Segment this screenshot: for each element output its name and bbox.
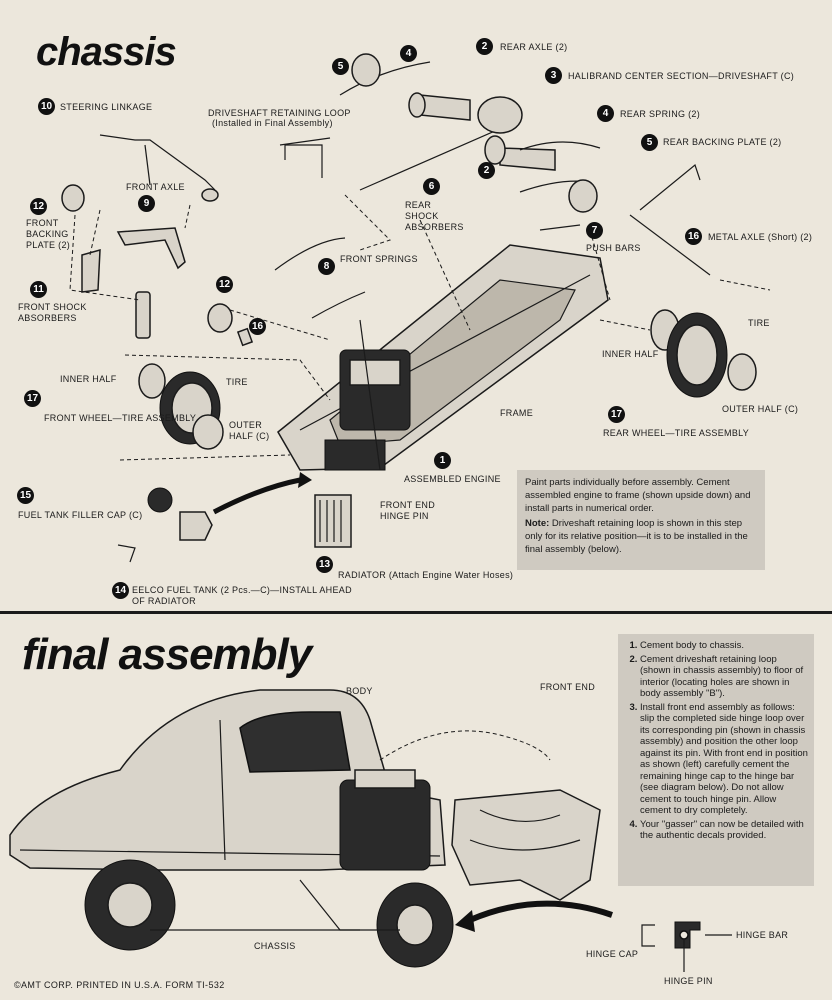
front-axle-drawing bbox=[61, 184, 186, 339]
step-badge-2b: 2 bbox=[478, 162, 495, 179]
guide-lines bbox=[69, 194, 771, 461]
label-halibrand: HALIBRAND CENTER SECTION—DRIVESHAFT (C) bbox=[568, 71, 795, 81]
label-fuel-cap: FUEL TANK FILLER CAP (C) bbox=[18, 510, 143, 520]
label-front-end: FRONT END bbox=[540, 682, 596, 692]
steering-drawing bbox=[99, 134, 219, 202]
step-badge-7: 7 bbox=[586, 222, 603, 239]
label-steering-linkage: STEERING LINKAGE bbox=[60, 102, 153, 112]
step-2: Cement driveshaft retaining loop (shown … bbox=[640, 654, 808, 700]
step-badge-16: 16 bbox=[685, 228, 702, 245]
label-outer-half-front: OUTER HALF (C) bbox=[229, 420, 270, 441]
step-badge-15: 15 bbox=[17, 487, 34, 504]
chassis-note-text: Paint parts individually before assembly… bbox=[525, 477, 751, 514]
step-badge-5b: 5 bbox=[641, 134, 658, 151]
step-badge-3: 3 bbox=[545, 67, 562, 84]
step-badge-17b: 17 bbox=[608, 406, 625, 423]
label-radiator: RADIATOR (Attach Engine Water Hoses) bbox=[338, 570, 514, 580]
step-badge-11: 11 bbox=[30, 281, 47, 298]
label-front-hinge-pin: FRONT END HINGE PIN bbox=[380, 500, 436, 521]
label-assembled-engine: ASSEMBLED ENGINE bbox=[404, 474, 501, 484]
radiator-drawing bbox=[314, 494, 352, 548]
step-badge-5: 5 bbox=[332, 58, 349, 75]
label-driveshaft-loop-note: (Installed in Final Assembly) bbox=[212, 118, 333, 128]
label-hinge-pin: HINGE PIN bbox=[664, 976, 713, 986]
label-rear-shock: REAR SHOCK ABSORBERS bbox=[405, 200, 464, 232]
label-hinge-cap: HINGE CAP bbox=[586, 949, 639, 959]
step-4: Your "gasser" can now be detailed with t… bbox=[640, 819, 808, 842]
step-badge-4b: 4 bbox=[597, 105, 614, 122]
hinge-diagram bbox=[641, 921, 732, 972]
frame-drawing bbox=[277, 244, 609, 471]
fuel-parts-drawing bbox=[117, 472, 312, 563]
step-1: Cement body to chassis. bbox=[640, 640, 808, 652]
step-badge-1: 1 bbox=[434, 452, 451, 469]
engine-drawing bbox=[324, 319, 411, 471]
front-wheel-drawing bbox=[138, 363, 224, 450]
label-front-shock: FRONT SHOCK ABSORBERS bbox=[18, 302, 87, 323]
step-badge-13: 13 bbox=[316, 556, 333, 573]
chassis-title: chassis bbox=[36, 30, 177, 74]
label-rear-spring: REAR SPRING (2) bbox=[620, 109, 701, 119]
rear-spring-drawing bbox=[339, 53, 601, 213]
step-badge-17: 17 bbox=[24, 390, 41, 407]
label-hinge-bar: HINGE BAR bbox=[736, 930, 789, 940]
label-tire-front: TIRE bbox=[226, 377, 248, 387]
section-divider bbox=[0, 611, 832, 614]
step-badge-14: 14 bbox=[112, 582, 129, 599]
label-driveshaft-loop: DRIVESHAFT RETAINING LOOP bbox=[208, 108, 351, 118]
final-assembly-title: final assembly bbox=[22, 630, 312, 679]
chassis-note-label: Note: bbox=[525, 518, 550, 529]
label-body: BODY bbox=[346, 686, 373, 696]
step-3: Install front end assembly as follows: s… bbox=[640, 702, 808, 817]
label-front-axle: FRONT AXLE bbox=[126, 182, 185, 192]
step-badge-16b: 16 bbox=[249, 318, 266, 335]
label-push-bars: PUSH BARS bbox=[586, 243, 641, 253]
final-steps-list: Cement body to chassis. Cement driveshaf… bbox=[624, 640, 808, 842]
label-outer-half-rear: OUTER HALF (C) bbox=[722, 404, 799, 414]
label-frame: FRAME bbox=[500, 408, 533, 418]
label-front-springs: FRONT SPRINGS bbox=[340, 254, 418, 264]
step-badge-9: 9 bbox=[138, 195, 155, 212]
chassis-note-box: Paint parts individually before assembly… bbox=[517, 470, 765, 570]
label-metal-axle: METAL AXLE (Short) (2) bbox=[708, 232, 813, 242]
footer-copyright: ©AMT CORP. PRINTED IN U.S.A. FORM TI-532 bbox=[14, 980, 225, 990]
final-steps-box: Cement body to chassis. Cement driveshaf… bbox=[618, 634, 814, 886]
loop-drawing bbox=[279, 137, 331, 178]
step-badge-2: 2 bbox=[476, 38, 493, 55]
label-fuel-tank: EELCO FUEL TANK (2 Pcs.—C)—INSTALL AHEAD… bbox=[132, 585, 352, 606]
front-springs-drawing bbox=[207, 237, 366, 347]
label-rear-backing-plate: REAR BACKING PLATE (2) bbox=[663, 137, 782, 147]
label-inner-half-rear: INNER HALF bbox=[602, 349, 659, 359]
front-end-drawing bbox=[451, 789, 601, 901]
step-badge-8: 8 bbox=[318, 258, 335, 275]
step-badge-12b: 12 bbox=[216, 276, 233, 293]
label-front-wheel-tire: FRONT WHEEL—TIRE ASSEMBLY bbox=[44, 413, 197, 423]
label-inner-half-front: INNER HALF bbox=[60, 374, 117, 384]
label-tire-rear: TIRE bbox=[748, 318, 770, 328]
rear-wheel-drawing bbox=[650, 309, 757, 398]
label-chassis: CHASSIS bbox=[254, 941, 296, 951]
chassis-note-detail: Driveshaft retaining loop is shown in th… bbox=[525, 518, 748, 555]
label-front-backing-plate: FRONT BACKING PLATE (2) bbox=[26, 218, 71, 250]
step-badge-6: 6 bbox=[423, 178, 440, 195]
label-rear-wheel-tire: REAR WHEEL—TIRE ASSEMBLY bbox=[603, 428, 750, 438]
step-badge-12: 12 bbox=[30, 198, 47, 215]
push-bars-drawing bbox=[539, 163, 711, 276]
step-badge-10: 10 bbox=[38, 98, 55, 115]
step-badge-4: 4 bbox=[400, 45, 417, 62]
rear-axle-drawing bbox=[359, 92, 556, 191]
car-drawing bbox=[9, 689, 454, 968]
label-rear-axle: REAR AXLE (2) bbox=[500, 42, 568, 52]
